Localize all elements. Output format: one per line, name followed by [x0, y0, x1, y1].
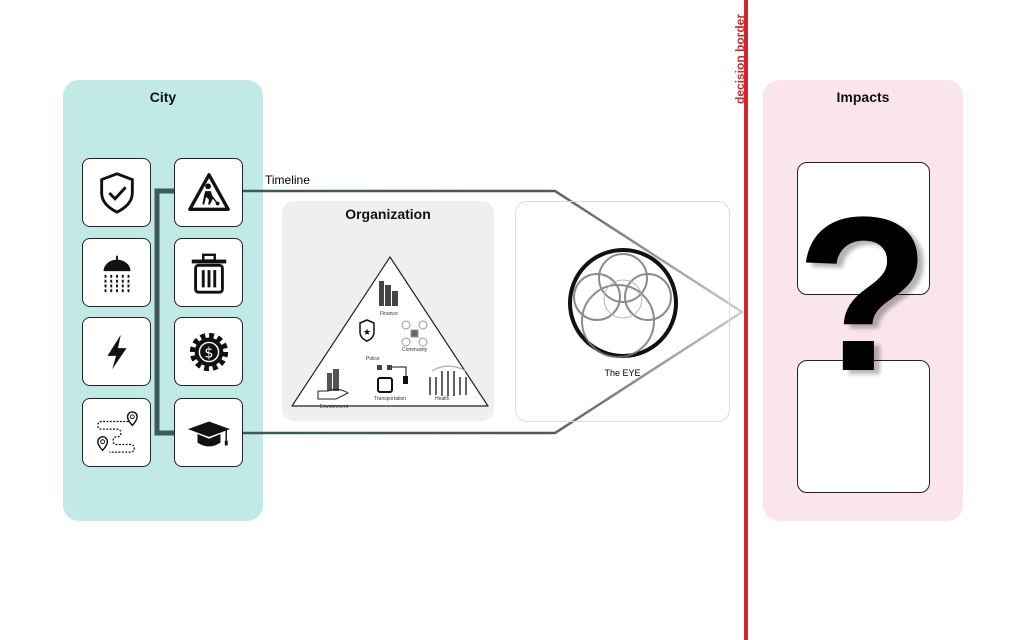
sector-finance: Finance [380, 311, 398, 317]
sector-police: Police [366, 356, 380, 362]
transportation-icon [377, 365, 408, 393]
timeline-arrow-outline [242, 189, 745, 435]
impact-box-bottom[interactable] [797, 360, 930, 493]
sector-environment: Environment [320, 404, 349, 410]
eye-icon [568, 248, 678, 358]
impacts-panel: Impacts ? [763, 80, 963, 521]
decision-border-label: decision border [733, 13, 747, 105]
community-icon [401, 320, 428, 347]
sector-transportation: Transportation [374, 396, 407, 402]
city-title: City [149, 89, 177, 105]
road-work-icon [187, 172, 230, 211]
education-tile[interactable] [174, 398, 243, 467]
water-tile[interactable] [82, 238, 151, 307]
city-connector [154, 188, 174, 436]
sector-health: Health [435, 396, 450, 402]
mobility-tile[interactable] [82, 398, 151, 467]
graduation-cap-icon [187, 421, 230, 446]
lightning-icon [106, 334, 127, 369]
finance-tile[interactable]: $ [174, 317, 243, 386]
road-work-tile[interactable] [174, 158, 243, 227]
environment-icon [317, 369, 350, 400]
police-icon [359, 319, 375, 342]
question-mark: ? [795, 171, 931, 417]
health-icon [429, 365, 467, 396]
organization-triangle: ★ [291, 256, 489, 407]
sector-community: Community [402, 347, 428, 353]
route-map-icon [96, 410, 138, 453]
security-tile[interactable] [82, 158, 151, 227]
finance-icon [379, 281, 398, 306]
waste-tile[interactable] [174, 238, 243, 307]
eye-label: The EYE [604, 368, 641, 378]
energy-tile[interactable] [82, 317, 151, 386]
organization-title: Organization [345, 206, 431, 222]
svg-text:★: ★ [363, 327, 371, 337]
impacts-title: Impacts [836, 89, 890, 105]
organization-panel: Organization ★ Finance Police Community … [282, 201, 494, 421]
gear-dollar-icon: $ [189, 332, 228, 371]
svg-text:$: $ [204, 345, 213, 361]
shower-icon [103, 255, 130, 292]
timeline-label: Timeline [265, 173, 310, 187]
trash-can-icon [191, 253, 226, 294]
eye-panel: The EYE [515, 201, 730, 422]
shield-check-icon [99, 171, 134, 214]
decision-border-line [744, 0, 748, 640]
impact-box-top[interactable] [797, 162, 930, 295]
